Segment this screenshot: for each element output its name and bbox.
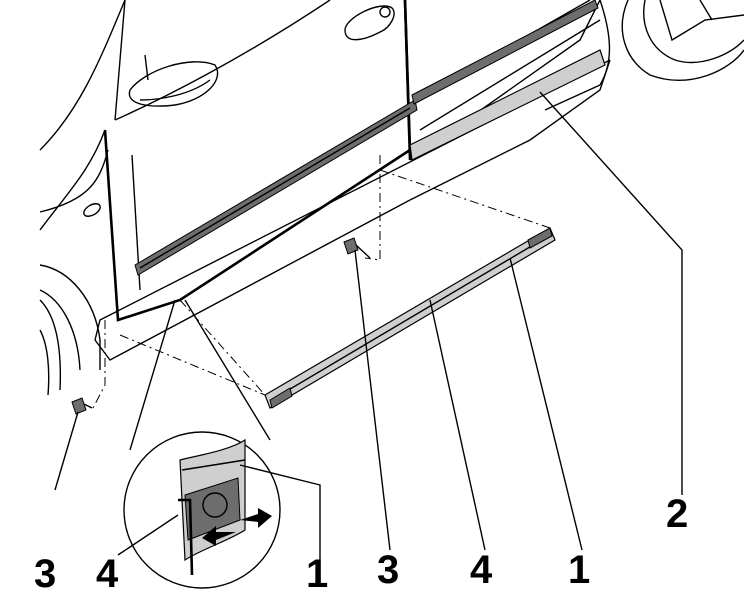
callout-3-rear-screw: 3 [377,548,400,592]
screw-fastener-rear [343,237,371,259]
rear-door-molding-strip [411,0,599,105]
callout-4-detail-clip: 4 [96,552,119,596]
callout-4-molding-clip: 4 [470,548,493,592]
detail-view [123,299,281,589]
callout-1-detail-molding: 1 [306,552,329,596]
screw-fastener-front [71,397,93,415]
callout-leaders [54,91,683,560]
car-body [39,0,744,396]
sill-trim-installed [409,49,606,161]
callout-2-sill-trim: 2 [666,492,689,536]
arrow-left-icon [202,526,236,546]
arrow-right-icon [240,508,272,528]
detached-sill-molding [264,227,556,409]
door-molding-strip [134,99,418,276]
callout-1-sill-molding: 1 [568,548,591,592]
callout-3-front-screw: 3 [34,552,57,596]
